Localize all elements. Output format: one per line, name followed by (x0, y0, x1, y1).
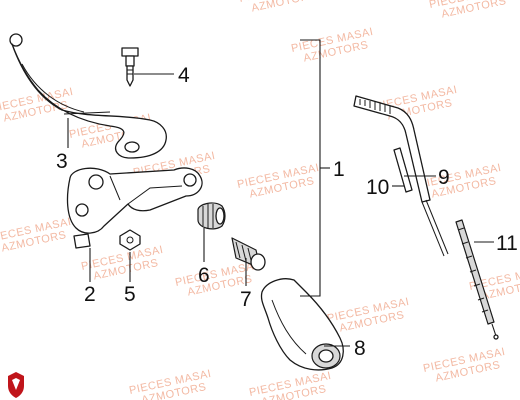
adjuster-nut (197, 202, 226, 230)
callout-6: 6 (198, 264, 210, 287)
nut (119, 229, 141, 251)
callout-labels: 1 2 3 4 5 6 7 8 9 10 11 (56, 64, 518, 360)
callout-5: 5 (124, 283, 136, 306)
callout-11: 11 (496, 232, 518, 255)
callout-4: 4 (178, 64, 190, 87)
watermark-line-2: AZMOTORS (250, 0, 317, 15)
callout-10: 10 (366, 176, 389, 199)
inner-cable (455, 219, 499, 340)
cable-sleeve (393, 147, 413, 193)
rubber-boot (260, 278, 344, 371)
callout-9: 9 (438, 166, 450, 189)
callout-3: 3 (56, 150, 68, 173)
leader-lines (67, 73, 494, 347)
bolt (121, 47, 139, 87)
assembly-bracket (300, 39, 330, 297)
masai-logo (8, 372, 24, 398)
callout-7: 7 (240, 288, 252, 311)
clutch-cable (353, 95, 449, 257)
callout-8: 8 (354, 337, 366, 360)
callout-2: 2 (84, 283, 96, 306)
callout-1: 1 (333, 158, 345, 181)
brake-lever (9, 33, 167, 159)
lever-bracket (66, 167, 203, 249)
adjuster-bolt (231, 237, 266, 271)
